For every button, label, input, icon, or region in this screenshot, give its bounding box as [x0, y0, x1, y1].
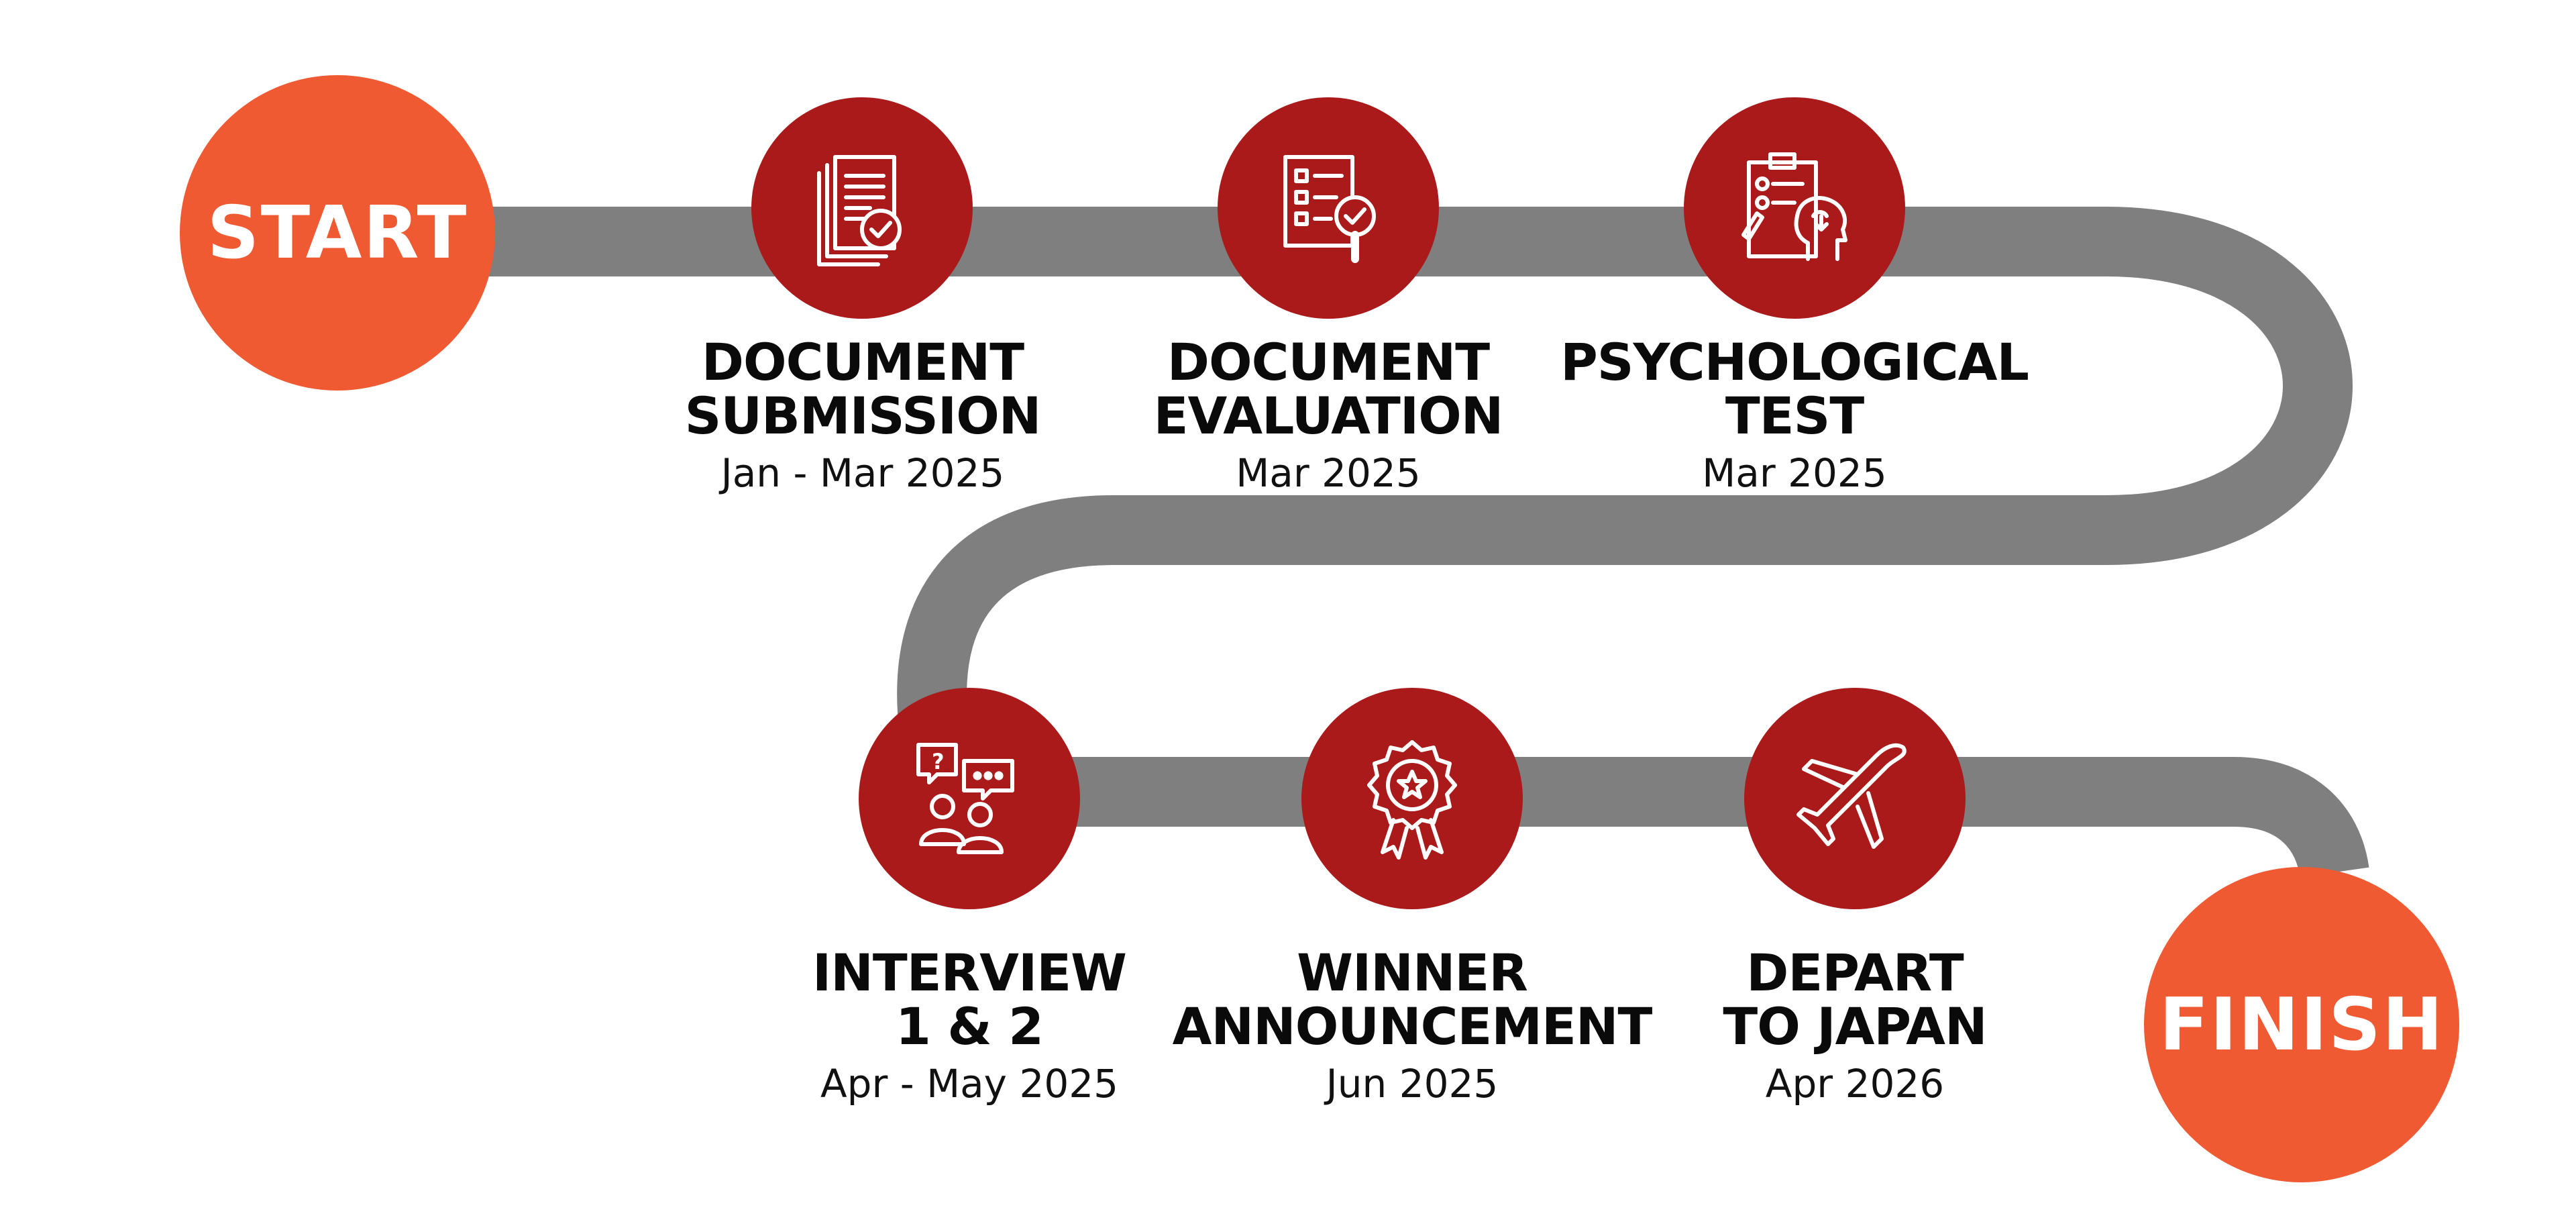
step-title-line2: EVALUATION	[1153, 386, 1504, 446]
document-check-icon	[817, 155, 902, 266]
step-label-document-submission: DOCUMENT SUBMISSION Jan - Mar 2025	[561, 336, 1165, 497]
step-date: Jun 2025	[1326, 1061, 1499, 1107]
finish-label: FINISH	[2159, 982, 2445, 1067]
svg-text:?: ?	[932, 749, 945, 774]
step-label-document-evaluation: DOCUMENT EVALUATION Mar 2025	[1026, 336, 1630, 497]
step-label-interview: INTERVIEW 1 & 2 Apr - May 2025	[667, 946, 1271, 1107]
checklist-magnifier-icon	[1283, 155, 1376, 263]
step-node-psychological-test	[1684, 97, 1905, 319]
clipboard-brain-icon	[1741, 152, 1847, 261]
step-node-interview: ?	[859, 688, 1080, 909]
finish-circle: FINISH	[2144, 867, 2459, 1182]
step-title-line2: TEST	[1725, 386, 1864, 446]
step-title-line2: 1 & 2	[896, 996, 1044, 1056]
step-title-line2: SUBMISSION	[684, 386, 1042, 446]
step-date: Apr 2026	[1765, 1061, 1945, 1107]
step-title-line1: WINNER	[1297, 943, 1528, 1003]
step-date: Apr - May 2025	[820, 1061, 1119, 1107]
step-node-winner-announcement	[1301, 688, 1523, 909]
start-label: START	[207, 191, 468, 275]
step-label-psychological-test: PSYCHOLOGICAL TEST Mar 2025	[1493, 336, 2096, 497]
step-date: Mar 2025	[1236, 450, 1421, 496]
step-title-line1: DOCUMENT	[1167, 332, 1490, 392]
step-title-line1: DOCUMENT	[701, 332, 1024, 392]
step-date: Mar 2025	[1702, 450, 1887, 496]
step-date: Jan - Mar 2025	[720, 450, 1005, 496]
chat-people-icon: ?	[916, 743, 1014, 854]
step-node-depart-to-japan	[1744, 688, 1966, 909]
step-title-line1: DEPART	[1746, 943, 1964, 1003]
award-ribbon-icon	[1367, 740, 1457, 860]
step-title-line1: PSYCHOLOGICAL	[1560, 332, 2029, 392]
step-label-depart-to-japan: DEPART TO JAPAN Apr 2026	[1553, 946, 2157, 1107]
airplane-icon	[1796, 743, 1907, 849]
start-circle: START	[180, 75, 495, 391]
step-label-winner-announcement: WINNER ANNOUNCEMENT Jun 2025	[1110, 946, 1714, 1107]
step-node-document-evaluation	[1218, 97, 1439, 319]
step-title-line2: ANNOUNCEMENT	[1172, 996, 1653, 1056]
step-node-document-submission	[751, 97, 973, 319]
step-title-line2: TO JAPAN	[1723, 996, 1987, 1056]
step-title-line1: INTERVIEW	[812, 943, 1127, 1003]
